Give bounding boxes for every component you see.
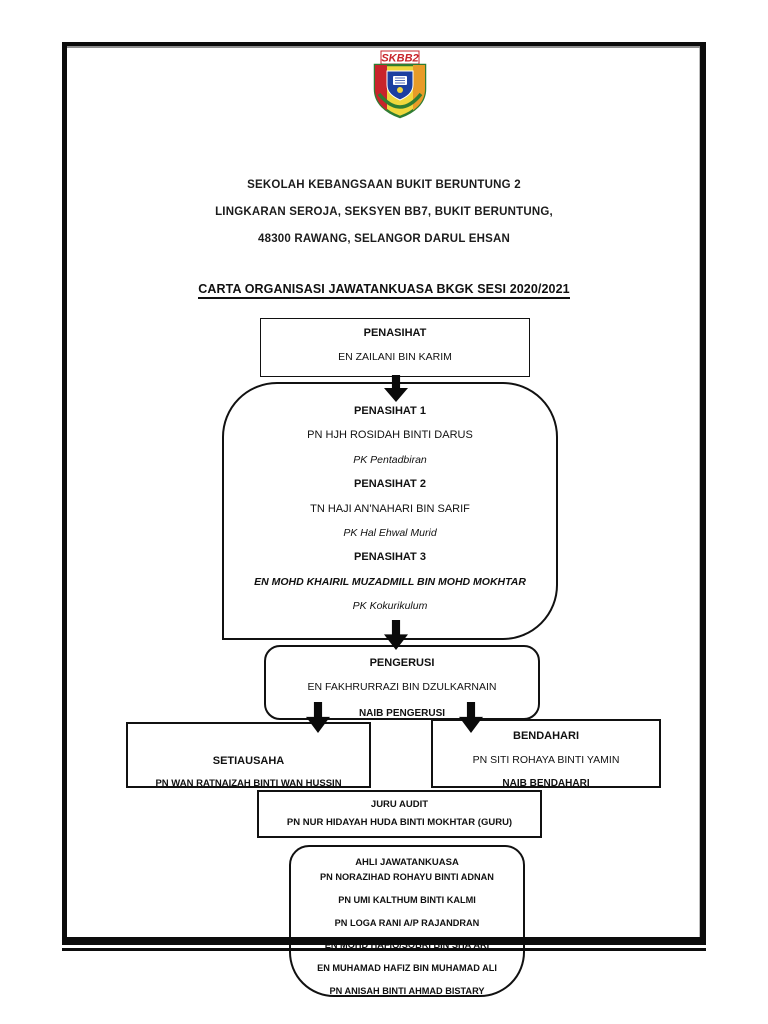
- penasihat-box: PENASIHAT EN ZAILANI BIN KARIM: [260, 318, 530, 377]
- setiausaha-name: PN WAN RATNAIZAH BINTI WAN HUSSIN: [155, 778, 342, 788]
- penasihat-name: EN ZAILANI BIN KARIM: [338, 351, 452, 363]
- advisor-2-name: TN HAJI AN'NAHARI BIN SARIF: [310, 502, 470, 515]
- logo-text: SKBB2: [381, 53, 418, 65]
- pengerusi-deputy: NAIB PENGERUSI: [358, 708, 446, 719]
- ahli-member: PN LOGA RANI A/P RAJANDRAN: [334, 918, 480, 928]
- bendahari-title: BENDAHARI: [513, 730, 579, 742]
- bendahari-name: PN SITI ROHAYA BINTI YAMIN: [472, 754, 620, 766]
- advisor-2-title: PENASIHAT 2: [354, 478, 426, 491]
- ahli-jawatankuasa-box: AHLI JAWATANKUASA PN NORAZIHAD ROHAYU BI…: [289, 845, 525, 997]
- setiausaha-box: SETIAUSAHA PN WAN RATNAIZAH BINTI WAN HU…: [126, 722, 371, 788]
- setiausaha-title: SETIAUSAHA: [212, 755, 285, 767]
- advisor-3-title: PENASIHAT 3: [354, 551, 426, 564]
- ahli-member: PN UMI KALTHUM BINTI KALMI: [338, 895, 476, 905]
- pengerusi-name: EN FAKHRURRAZI BIN DZULKARNAIN: [307, 681, 497, 693]
- school-city-line: 48300 RAWANG, SELANGOR DARUL EHSAN: [258, 233, 510, 245]
- advisors-group-box: PENASIHAT 1 PN HJH ROSIDAH BINTI DARUS P…: [222, 382, 558, 640]
- bendahari-deputy: NAIB BENDAHARI: [502, 778, 590, 788]
- advisor-1-role: PK Pentadbiran: [353, 453, 427, 466]
- penasihat-title: PENASIHAT: [363, 327, 427, 339]
- school-logo-icon: SKBB2: [373, 50, 427, 119]
- advisor-2-role: PK Hal Ehwal Murid: [343, 526, 437, 539]
- pengerusi-box: PENGERUSI EN FAKHRURRAZI BIN DZULKARNAIN…: [264, 645, 540, 720]
- pengerusi-title: PENGERUSI: [369, 657, 435, 669]
- advisor-1-name: PN HJH ROSIDAH BINTI DARUS: [307, 429, 473, 442]
- advisor-1-title: PENASIHAT 1: [354, 405, 426, 417]
- page-bottom-border-line: [62, 948, 706, 951]
- advisor-3-name: EN MOHD KHAIRIL MUZADMILL BIN MOHD MOKHT…: [254, 575, 526, 588]
- juru-audit-box: JURU AUDIT PN NUR HIDAYAH HUDA BINTI MOK…: [257, 790, 542, 838]
- ahli-member: EN MUHAMAD HAFIZ BIN MUHAMAD ALI: [317, 963, 497, 973]
- school-name: SEKOLAH KEBANGSAAN BUKIT BERUNTUNG 2: [247, 179, 521, 191]
- chart-title: CARTA ORGANISASI JAWATANKUASA BKGK SESI …: [0, 282, 768, 299]
- advisor-3-role: PK Kokurikulum: [352, 600, 428, 613]
- school-address-line: LINGKARAN SEROJA, SEKSYEN BB7, BUKIT BER…: [215, 206, 553, 218]
- ahli-title: AHLI JAWATANKUASA: [355, 857, 459, 868]
- bendahari-box: BENDAHARI PN SITI ROHAYA BINTI YAMIN NAI…: [431, 719, 661, 788]
- page-bottom-border: [62, 937, 706, 945]
- ahli-member: PN NORAZIHAD ROHAYU BINTI ADNAN: [320, 872, 494, 882]
- juru-audit-name: PN NUR HIDAYAH HUDA BINTI MOKHTAR (GURU): [286, 817, 513, 828]
- ahli-member: EN MOHD HAFIQ/SOBRI BIN SHA'ARI: [324, 940, 490, 950]
- ahli-member: PN ANISAH BINTI AHMAD BISTARY: [329, 986, 485, 996]
- juru-audit-title: JURU AUDIT: [370, 799, 429, 810]
